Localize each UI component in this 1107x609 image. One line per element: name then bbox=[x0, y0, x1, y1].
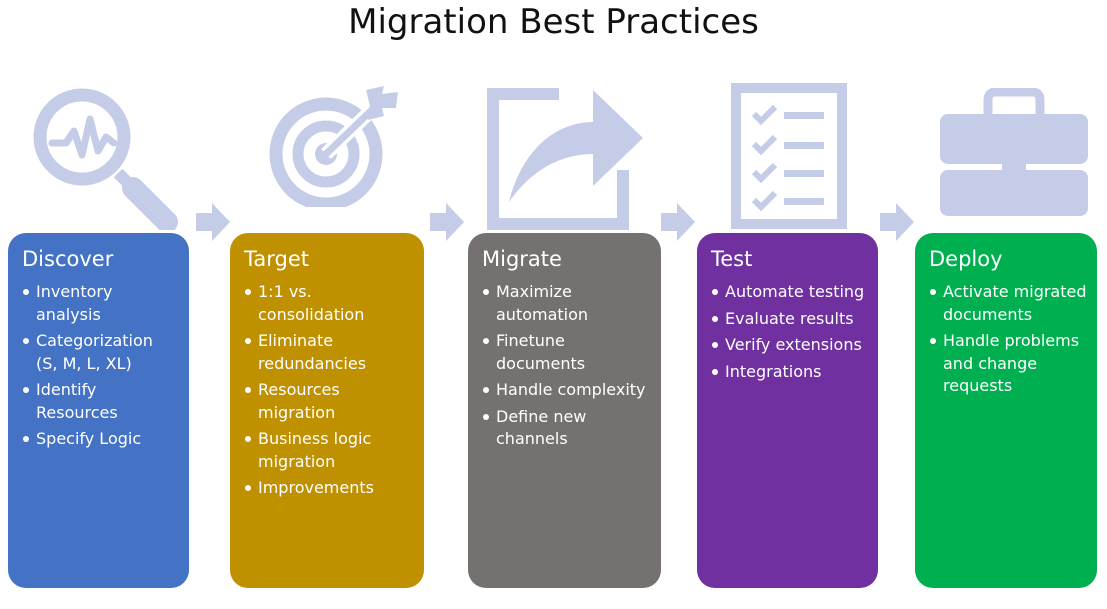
step-bullet-list: Activate migrated documents Handle probl… bbox=[929, 281, 1087, 398]
checklist-icon bbox=[730, 82, 848, 230]
arrow-right-icon bbox=[661, 202, 695, 242]
briefcase-icon bbox=[940, 88, 1088, 218]
page-title: Migration Best Practices bbox=[348, 2, 759, 42]
arrow-right-icon bbox=[430, 202, 464, 242]
step-card-discover: Discover Inventory analysis Categorizati… bbox=[8, 233, 189, 588]
step-title: Target bbox=[244, 247, 309, 271]
list-item: Automate testing bbox=[711, 281, 868, 304]
magnifier-pulse-icon bbox=[30, 85, 180, 230]
list-item: Evaluate results bbox=[711, 308, 868, 331]
step-title: Discover bbox=[22, 247, 114, 271]
list-item: Handle problems and change requests bbox=[929, 330, 1087, 398]
step-card-deploy: Deploy Activate migrated documents Handl… bbox=[915, 233, 1097, 588]
step-title: Test bbox=[711, 247, 753, 271]
arrow-right-icon bbox=[196, 202, 230, 242]
step-bullet-list: Inventory analysis Categorization (S, M,… bbox=[22, 281, 179, 451]
list-item: Define new channels bbox=[482, 406, 651, 451]
list-item: Eliminate redundancies bbox=[244, 330, 414, 375]
step-title: Migrate bbox=[482, 247, 562, 271]
step-card-migrate: Migrate Maximize automation Finetune doc… bbox=[468, 233, 661, 588]
export-arrow-icon bbox=[487, 82, 647, 232]
step-bullet-list: Maximize automation Finetune documents H… bbox=[482, 281, 651, 451]
list-item: Categorization (S, M, L, XL) bbox=[22, 330, 179, 375]
target-arrow-icon bbox=[258, 82, 408, 207]
step-title: Deploy bbox=[929, 247, 1003, 271]
step-bullet-list: 1:1 vs. consolidation Eliminate redundan… bbox=[244, 281, 414, 500]
list-item: Maximize automation bbox=[482, 281, 651, 326]
list-item: Integrations bbox=[711, 361, 868, 384]
list-item: Resources migration bbox=[244, 379, 414, 424]
list-item: Inventory analysis bbox=[22, 281, 179, 326]
list-item: Finetune documents bbox=[482, 330, 651, 375]
list-item: Verify extensions bbox=[711, 334, 868, 357]
step-card-target: Target 1:1 vs. consolidation Eliminate r… bbox=[230, 233, 424, 588]
step-bullet-list: Automate testing Evaluate results Verify… bbox=[711, 281, 868, 383]
list-item: Specify Logic bbox=[22, 428, 179, 451]
list-item: Business logic migration bbox=[244, 428, 414, 473]
list-item: Identify Resources bbox=[22, 379, 179, 424]
list-item: Activate migrated documents bbox=[929, 281, 1087, 326]
list-item: Handle complexity bbox=[482, 379, 651, 402]
list-item: 1:1 vs. consolidation bbox=[244, 281, 414, 326]
arrow-right-icon bbox=[880, 202, 914, 242]
step-card-test: Test Automate testing Evaluate results V… bbox=[697, 233, 878, 588]
list-item: Improvements bbox=[244, 477, 414, 500]
